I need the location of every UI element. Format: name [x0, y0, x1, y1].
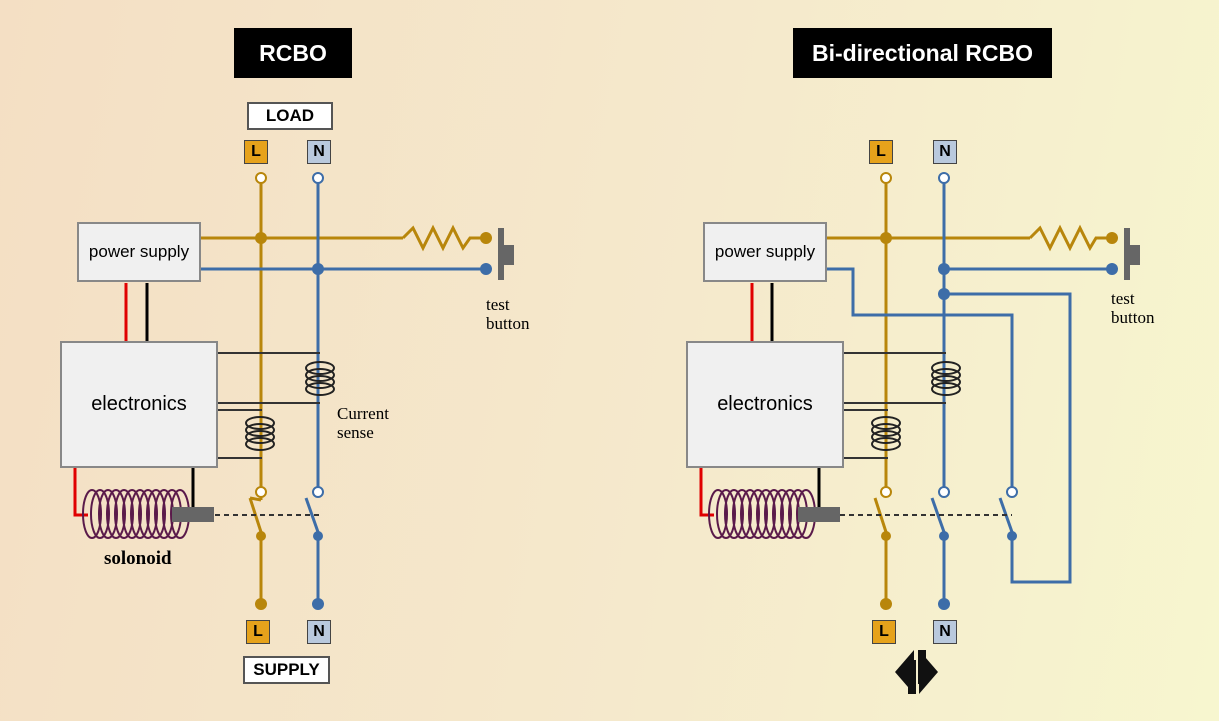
- left-supply-neutral-tag: N: [307, 620, 331, 644]
- right-neutral-wiring: [826, 183, 1112, 600]
- left-supply-live-tag: L: [246, 620, 270, 644]
- supply-label: SUPPLY: [243, 656, 330, 684]
- left-power-supply-box: power supply: [77, 222, 201, 282]
- right-test-button-icon: [1124, 228, 1140, 280]
- bidirectional-arrows-icon: [895, 650, 938, 694]
- right-top-neutral-tag: N: [933, 140, 957, 164]
- current-sense-line2: sense: [337, 423, 374, 442]
- right-power-supply-box: power supply: [703, 222, 827, 282]
- load-label: LOAD: [247, 102, 333, 130]
- left-title: RCBO: [234, 28, 352, 78]
- current-sense-line1: Current: [337, 404, 389, 423]
- left-control-wires: [73, 283, 320, 521]
- left-neutral-wiring: [200, 183, 486, 600]
- junction-dots-neutral: [312, 263, 1118, 610]
- current-sense-label: Current sense: [337, 404, 389, 442]
- right-title: Bi-directional RCBO: [793, 28, 1052, 78]
- left-test-button-icon: [498, 228, 514, 280]
- left-current-sense-coils: [245, 361, 335, 451]
- left-solenoid-plunger: [172, 507, 214, 522]
- left-test-button-line1: test: [486, 295, 510, 314]
- junction-dots-live: [255, 232, 1118, 610]
- left-electronics-box: electronics: [60, 341, 218, 468]
- right-test-button-line1: test: [1111, 289, 1135, 308]
- right-solenoid-plunger: [798, 507, 840, 522]
- solenoid-label: solonoid: [104, 548, 172, 569]
- right-electronics-box: electronics: [686, 341, 844, 468]
- left-test-button-line2: button: [486, 314, 530, 333]
- right-bottom-live-tag: L: [872, 620, 896, 644]
- right-test-button-line2: button: [1111, 308, 1155, 327]
- right-bottom-neutral-tag: N: [933, 620, 957, 644]
- left-live-wiring: [200, 183, 486, 600]
- right-control-wires: [699, 283, 1012, 521]
- right-top-live-tag: L: [869, 140, 893, 164]
- left-load-neutral-tag: N: [307, 140, 331, 164]
- open-terminals: [255, 172, 1018, 498]
- left-test-button-label: test button: [486, 295, 529, 333]
- right-test-button-label: test button: [1111, 289, 1154, 327]
- right-current-sense-coils: [871, 361, 961, 451]
- left-load-live-tag: L: [244, 140, 268, 164]
